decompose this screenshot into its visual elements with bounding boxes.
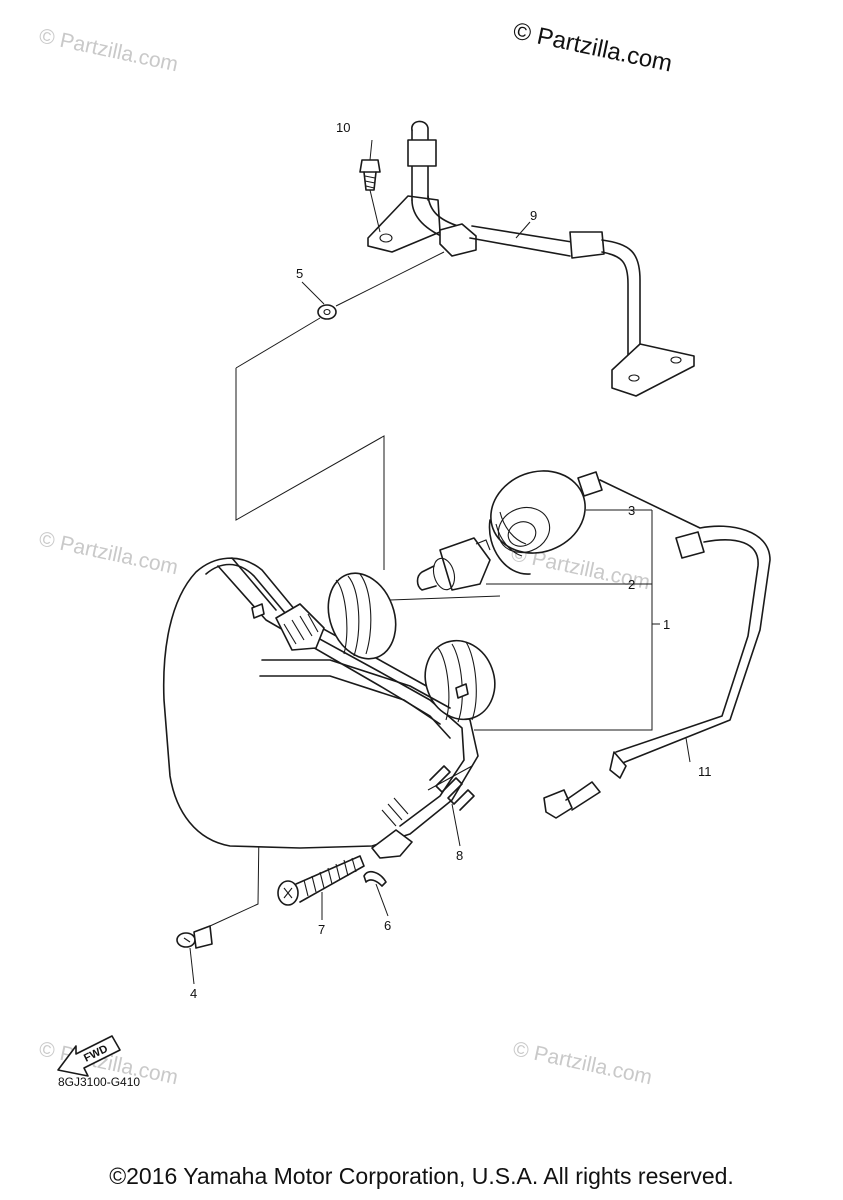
- copyright-notice: ©2016 Yamaha Motor Corporation, U.S.A. A…: [109, 1163, 734, 1189]
- part-fastener-clip: [176, 925, 213, 949]
- part-spring-nut: [363, 870, 387, 887]
- callout-leaders: [189, 139, 691, 985]
- part-headlight-stay: [367, 120, 695, 397]
- watermarks: © Partzilla.com © Partzilla.com © Partzi…: [37, 24, 654, 1089]
- callout-2: 2: [628, 577, 635, 592]
- callout-5: 5: [296, 266, 303, 281]
- part-spring: [427, 765, 475, 811]
- callout-9: 9: [530, 208, 537, 223]
- callout-10: 10: [336, 120, 350, 135]
- part-adjusting-screw: [277, 855, 365, 906]
- part-bulb-cover: [488, 470, 586, 575]
- part-bulb: [416, 537, 491, 591]
- watermark-mid-left: © Partzilla.com: [37, 527, 180, 579]
- fwd-arrow: FWD: [57, 1035, 121, 1077]
- watermark-bottom-right: © Partzilla.com: [511, 1037, 654, 1089]
- part-headlight-body: [162, 557, 496, 859]
- callout-1: 1: [663, 617, 670, 632]
- callout-7: 7: [318, 922, 325, 937]
- callout-3: 3: [628, 503, 635, 518]
- watermark-top-left: © Partzilla.com: [37, 24, 180, 76]
- callout-4: 4: [190, 986, 197, 1001]
- callout-6: 6: [384, 918, 391, 933]
- diagram-code: 8GJ3100-G410: [58, 1075, 140, 1089]
- callout-8: 8: [456, 848, 463, 863]
- callout-labels: 10 9 5 3 2 1 11 8 6 7 4: [190, 120, 712, 1001]
- callout-11: 11: [698, 764, 712, 779]
- watermark-main: © Partzilla.com: [511, 17, 675, 77]
- part-bolt: [359, 159, 381, 233]
- part-grommet: [317, 304, 337, 320]
- part-wire-harness: [543, 471, 771, 819]
